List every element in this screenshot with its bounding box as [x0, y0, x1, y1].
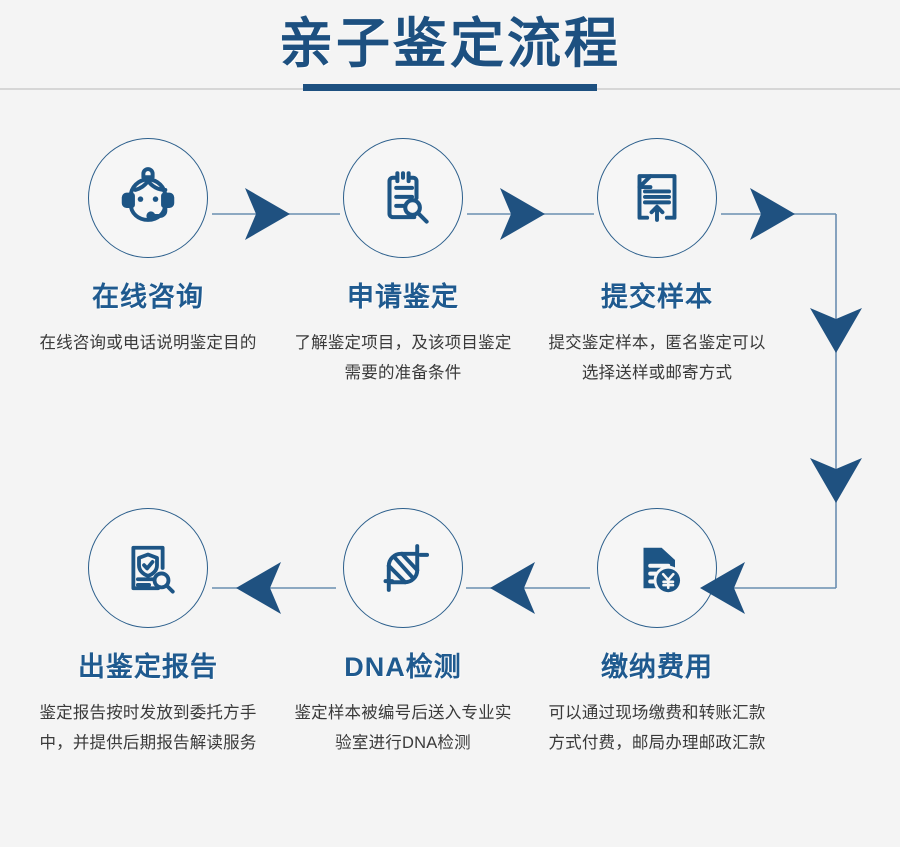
flow-step-pay-fee[interactable]: 缴纳费用 可以通过现场缴费和转账汇款方式付费，邮局办理邮政汇款 [532, 490, 782, 758]
step-title: 提交样本 [601, 282, 713, 312]
icon-circle [343, 138, 463, 258]
icon-circle-wrap [23, 120, 273, 276]
icon-circle-wrap [278, 490, 528, 646]
icon-circle [597, 508, 717, 628]
flow-row-bottom: 出鉴定报告 鉴定报告按时发放到委托方手中，并提供后期报告解读服务 [0, 490, 900, 840]
icon-circle-wrap [23, 490, 273, 646]
step-title: 出鉴定报告 [78, 652, 218, 682]
step-description: 在线咨询或电话说明鉴定目的 [39, 334, 257, 352]
icon-circle [88, 138, 208, 258]
step-title: 缴纳费用 [601, 652, 713, 682]
clipboard-magnifier-icon [387, 171, 429, 224]
flow-step-online-consult[interactable]: 在线咨询 在线咨询或电话说明鉴定目的 [23, 120, 273, 358]
page-header: 亲子鉴定流程 [0, 0, 900, 96]
step-title: DNA检测 [344, 652, 462, 682]
icon-circle-wrap [278, 120, 528, 276]
icon-circle [88, 508, 208, 628]
document-upload-icon [637, 174, 677, 222]
flow-step-issue-report[interactable]: 出鉴定报告 鉴定报告按时发放到委托方手中，并提供后期报告解读服务 [23, 490, 273, 758]
flow-step-apply-test[interactable]: 申请鉴定 了解鉴定项目，及该项目鉴定需要的准备条件 [278, 120, 528, 388]
step-title: 在线咨询 [92, 282, 204, 312]
step-description: 鉴定报告按时发放到委托方手中，并提供后期报告解读服务 [39, 704, 257, 752]
flow-step-dna-test[interactable]: DNA检测 鉴定样本被编号后送入专业实验室进行DNA检测 [278, 490, 528, 758]
invoice-yen-icon [643, 547, 683, 595]
icon-circle-wrap [532, 120, 782, 276]
title-underline [303, 84, 597, 91]
step-description: 提交鉴定样本，匿名鉴定可以选择送样或邮寄方式 [548, 334, 766, 382]
icon-circle [597, 138, 717, 258]
step-description: 鉴定样本被编号后送入专业实验室进行DNA检测 [294, 704, 512, 752]
step-description: 可以通过现场缴费和转账汇款方式付费，邮局办理邮政汇款 [548, 704, 766, 752]
flow-step-submit-sample[interactable]: 提交样本 提交鉴定样本，匿名鉴定可以选择送样或邮寄方式 [532, 120, 782, 388]
dna-helix-icon [383, 544, 430, 592]
report-shield-magnifier-icon [131, 545, 175, 594]
headset-operator-icon [121, 167, 175, 222]
icon-circle [343, 508, 463, 628]
step-description: 了解鉴定项目，及该项目鉴定需要的准备条件 [294, 334, 512, 382]
page-title: 亲子鉴定流程 [279, 14, 621, 74]
flow-row-top: 在线咨询 在线咨询或电话说明鉴定目的 [0, 120, 900, 450]
icon-circle-wrap [532, 490, 782, 646]
step-title: 申请鉴定 [347, 282, 459, 312]
